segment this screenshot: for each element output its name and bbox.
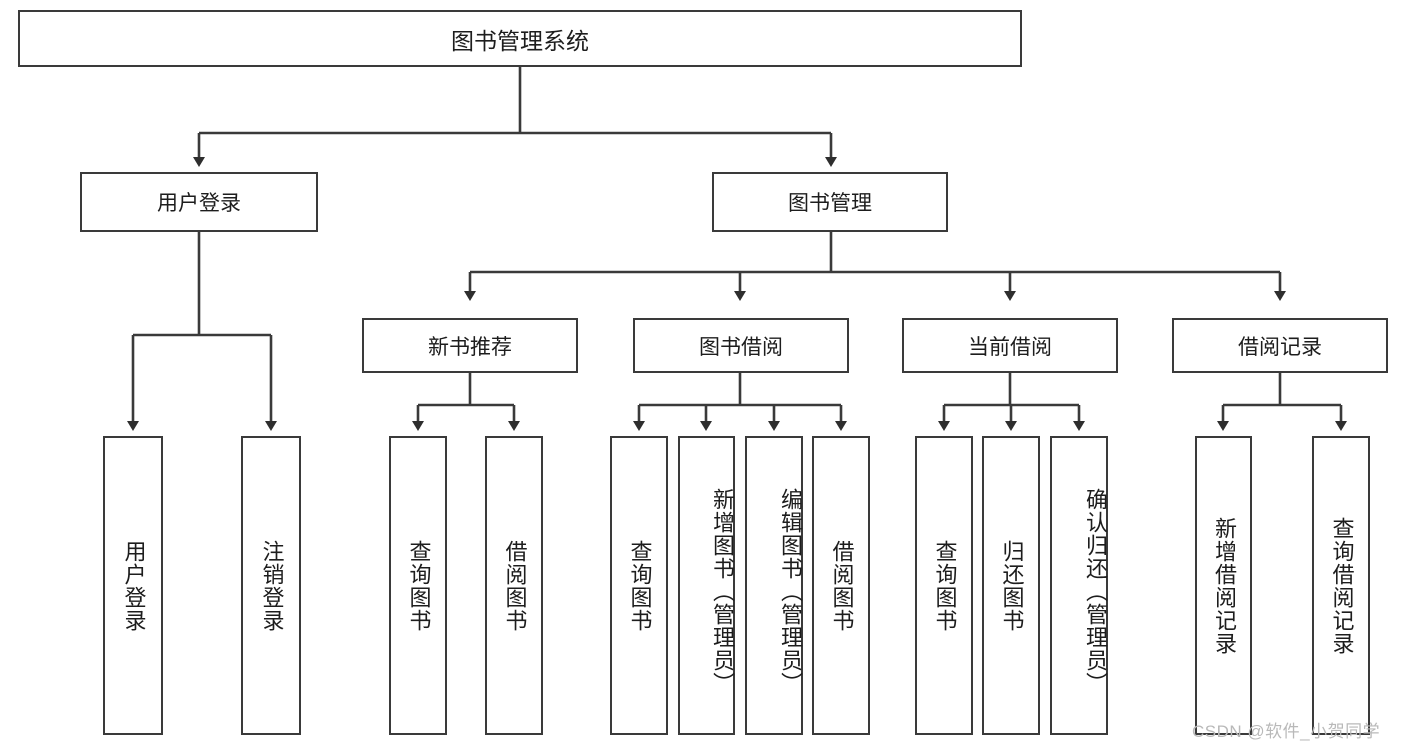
node-current-borrow[interactable]: 当前借阅 (902, 318, 1118, 373)
leaf-new-book-borrow-books[interactable]: 借阅图书 (485, 436, 543, 735)
leaf-record-query-borrow-record[interactable]: 查询借阅记录 (1312, 436, 1370, 735)
csdn-watermark: CSDN @软件_小贺同学 (1192, 722, 1381, 741)
leaf-record-add-borrow-record[interactable]: 新增借阅记录 (1195, 436, 1252, 735)
leaf-user-login-login[interactable]: 用户登录 (103, 436, 163, 735)
node-book-borrow[interactable]: 图书借阅 (633, 318, 849, 373)
leaf-current-return-books[interactable]: 归还图书 (982, 436, 1040, 735)
node-book-management[interactable]: 图书管理 (712, 172, 948, 232)
node-root-book-management-system[interactable]: 图书管理系统 (18, 10, 1022, 67)
leaf-current-query-books[interactable]: 查询图书 (915, 436, 973, 735)
leaf-user-login-logout[interactable]: 注销登录 (241, 436, 301, 735)
leaf-borrow-edit-book-admin[interactable]: 编辑图书（管理员） (745, 436, 803, 735)
leaf-new-book-query-books[interactable]: 查询图书 (389, 436, 447, 735)
leaf-borrow-add-book-admin[interactable]: 新增图书（管理员） (678, 436, 735, 735)
leaf-current-confirm-return-admin[interactable]: 确认归还（管理员） (1050, 436, 1108, 735)
node-user-login[interactable]: 用户登录 (80, 172, 318, 232)
leaf-borrow-borrow-books[interactable]: 借阅图书 (812, 436, 870, 735)
leaf-borrow-query-books[interactable]: 查询图书 (610, 436, 668, 735)
node-borrow-record[interactable]: 借阅记录 (1172, 318, 1388, 373)
node-new-book-recommend[interactable]: 新书推荐 (362, 318, 578, 373)
